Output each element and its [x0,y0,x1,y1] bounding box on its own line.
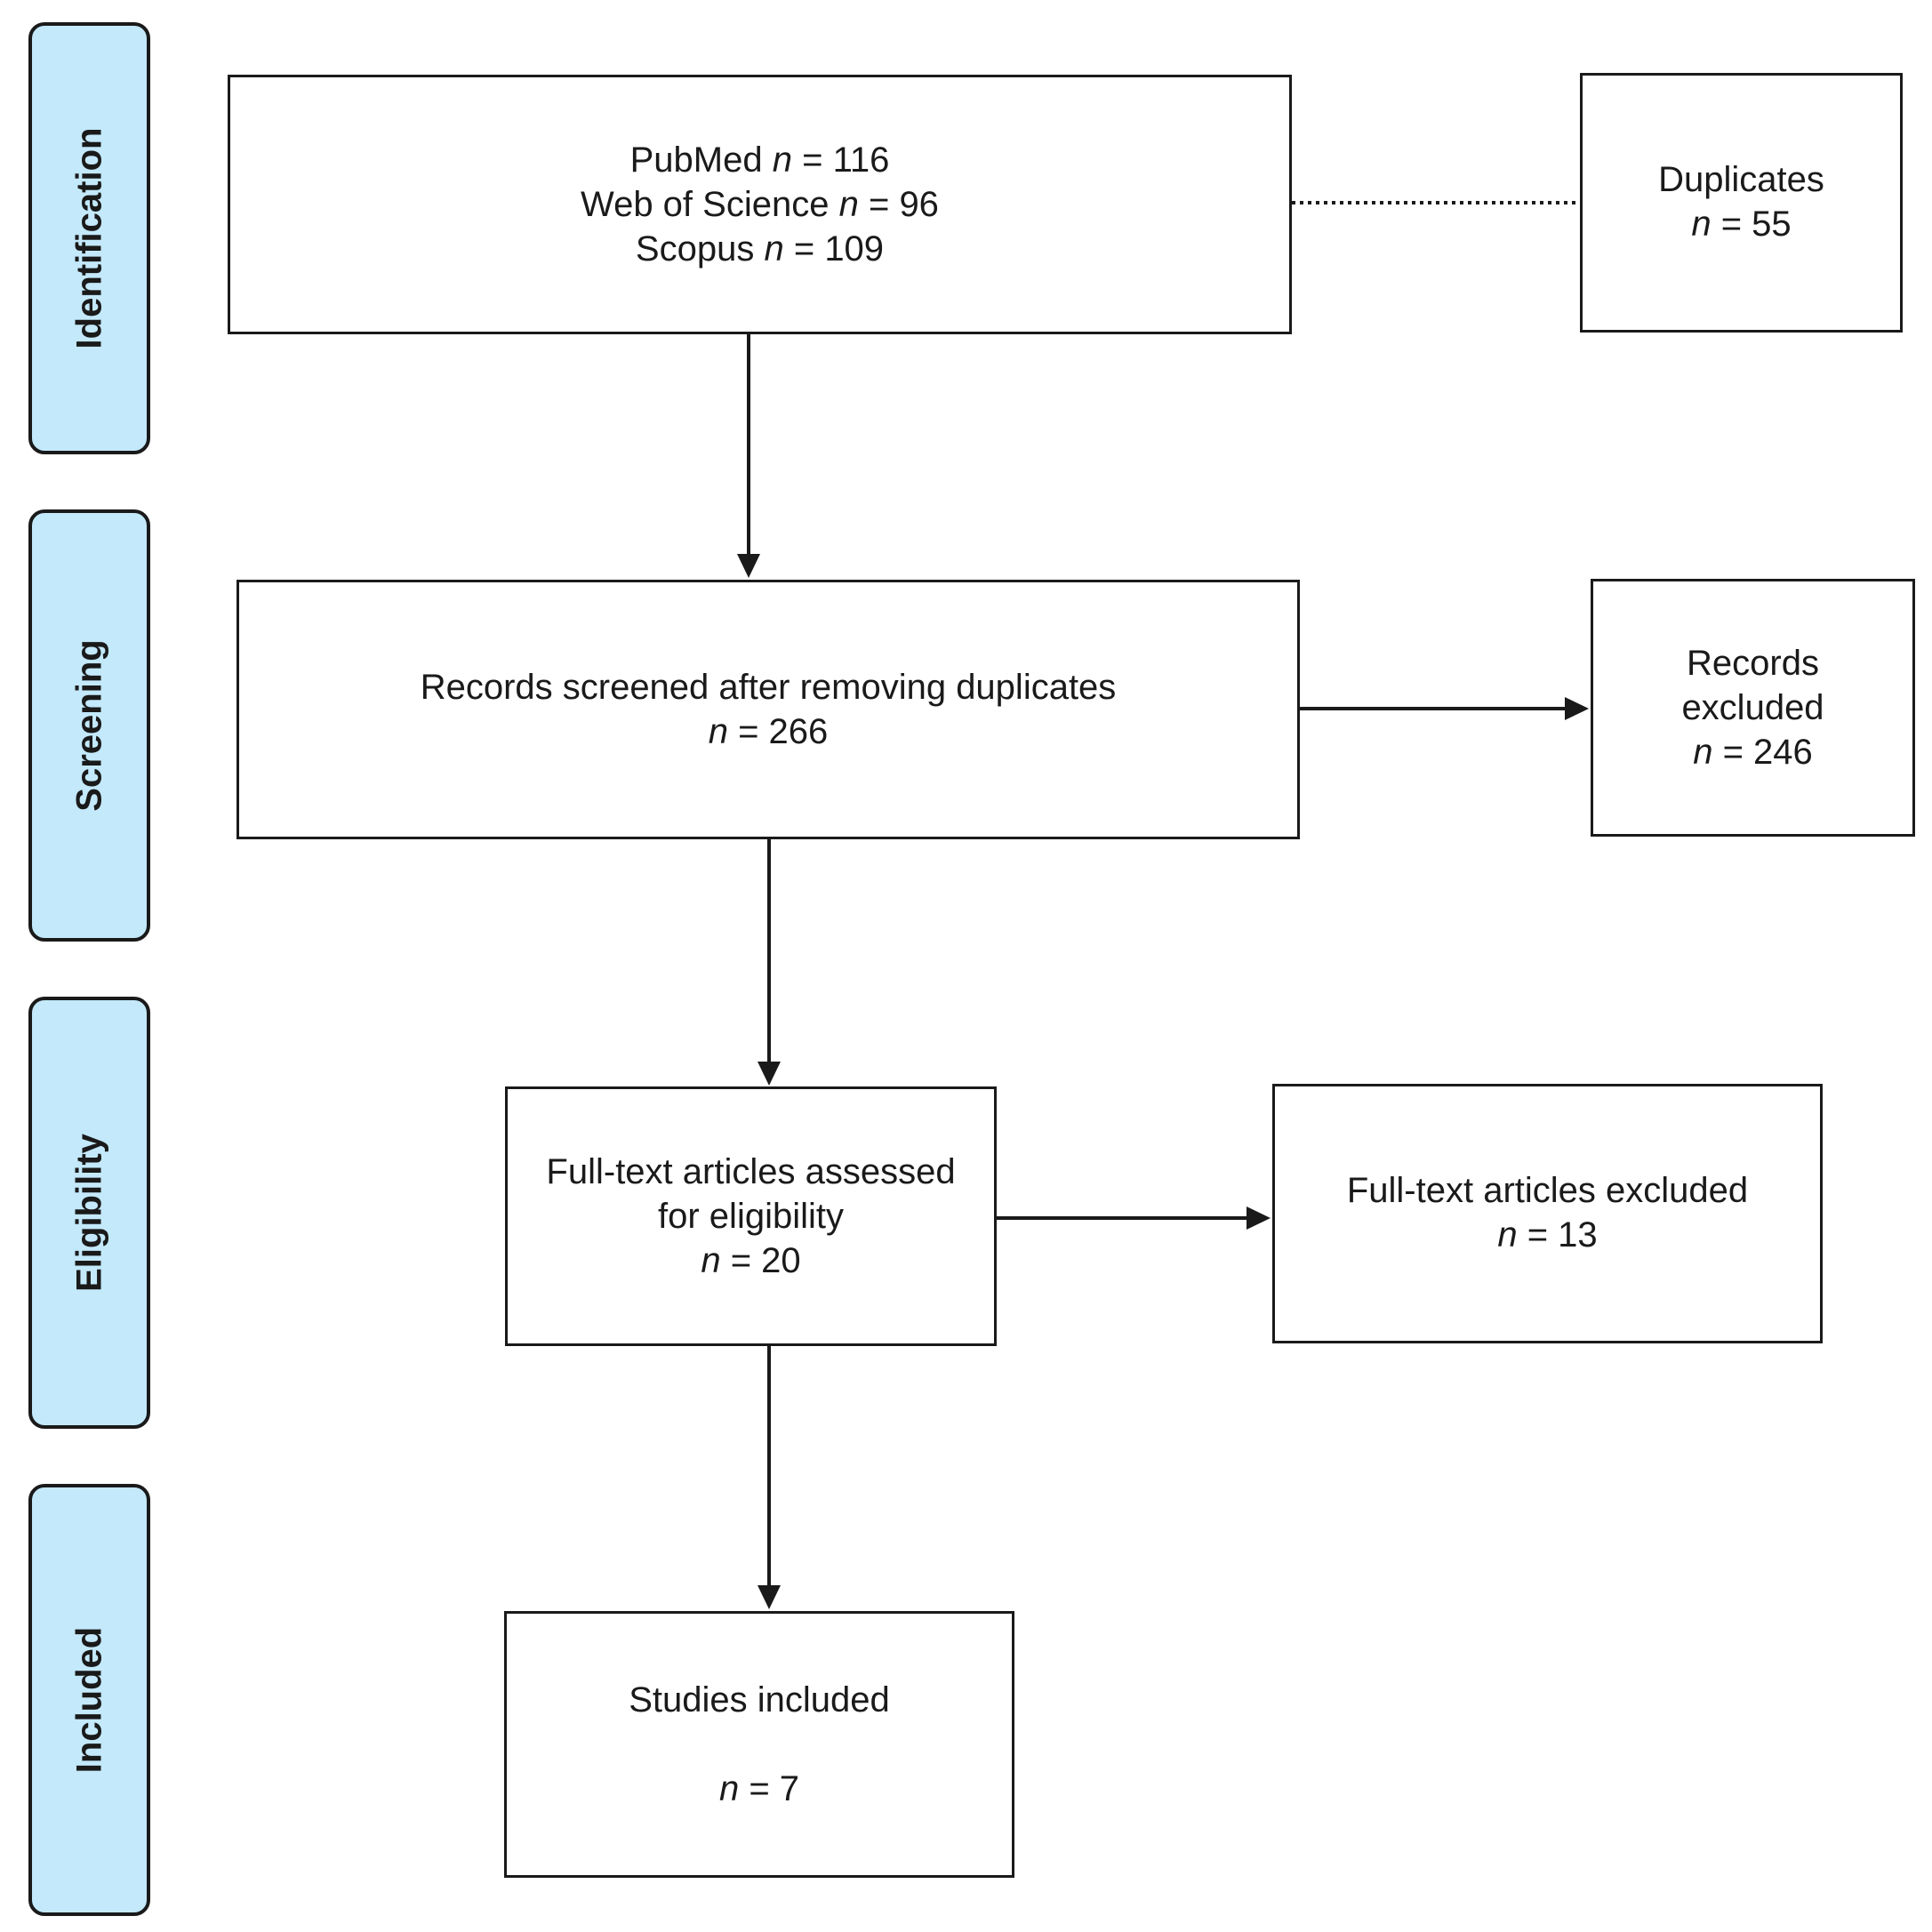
records-excluded-line1: Records [1687,644,1819,683]
included-box: Studies included n = 7 [504,1611,1014,1878]
screening-label: Records screened after removing duplicat… [420,668,1117,707]
n-symbol: n [701,1241,721,1280]
stage-screening: Screening [28,509,150,942]
eligibility-count-line: n = 20 [701,1239,800,1283]
screening-count-line: n = 266 [709,709,829,754]
n-symbol: n [764,229,784,269]
wos-label: Web of Science [581,185,830,224]
screening-count: 266 [768,712,829,751]
included-count-line: n = 7 [719,1767,799,1811]
n-symbol: n [838,185,859,224]
records-excluded-box: Records excluded n = 246 [1591,579,1915,837]
equals-sign: = [858,185,900,224]
equals-sign: = [1712,733,1754,772]
pubmed-label: PubMed [629,140,763,180]
pubmed-count: 116 [832,140,890,180]
scopus-count: 109 [824,229,885,269]
wos-count: 96 [899,185,939,224]
records-excluded-line2: excluded [1681,688,1824,727]
n-symbol: n [718,1769,740,1808]
n-symbol: n [772,140,792,180]
included-label: Studies included [629,1680,890,1720]
stage-included: Included [28,1484,150,1916]
fulltext-excluded-box: Full-text articles excluded n = 13 [1272,1084,1823,1343]
records-excluded-count: 246 [1753,733,1813,772]
scopus-line: Scopus n = 109 [636,227,884,271]
arrowhead-right-icon [1565,697,1589,720]
eligibility-box: Full-text articles assessed for eligibil… [505,1086,997,1346]
scopus-label: Scopus [635,229,755,269]
n-symbol: n [1497,1215,1518,1255]
arrowhead-down-icon [758,1585,781,1609]
arrowhead-right-icon [1247,1206,1271,1230]
equals-sign: = [1711,204,1752,244]
stage-eligibility: Eligibility [28,997,150,1429]
duplicates-count: 55 [1752,204,1792,244]
wos-line: Web of Science n = 96 [581,182,939,227]
equals-sign: = [739,1769,780,1808]
equals-sign: = [727,712,769,751]
equals-sign: = [1517,1215,1559,1255]
eligibility-line1: Full-text articles assessed [546,1152,956,1191]
identification-box: PubMed n = 116 Web of Science n = 96 Sco… [228,75,1292,334]
equals-sign: = [791,140,833,180]
duplicates-box: Duplicates n = 55 [1580,73,1903,333]
arrowhead-down-icon [737,554,760,578]
equals-sign: = [783,229,825,269]
duplicates-count-line: n = 55 [1691,202,1791,246]
fulltext-excluded-count: 13 [1558,1215,1598,1255]
stage-identification: Identification [28,22,150,454]
duplicates-label: Duplicates [1658,160,1824,199]
n-symbol: n [708,712,728,751]
arrowhead-down-icon [758,1062,781,1086]
eligibility-line2: for eligibility [658,1197,844,1236]
screening-box: Records screened after removing duplicat… [236,580,1300,839]
n-symbol: n [1693,733,1713,772]
fulltext-excluded-count-line: n = 13 [1497,1213,1597,1257]
records-excluded-count-line: n = 246 [1693,730,1813,774]
included-count: 7 [779,1769,800,1808]
eligibility-count: 20 [761,1241,801,1280]
pubmed-line: PubMed n = 116 [630,138,890,182]
n-symbol: n [1691,204,1712,244]
equals-sign: = [720,1241,762,1280]
fulltext-excluded-label: Full-text articles excluded [1346,1171,1749,1210]
